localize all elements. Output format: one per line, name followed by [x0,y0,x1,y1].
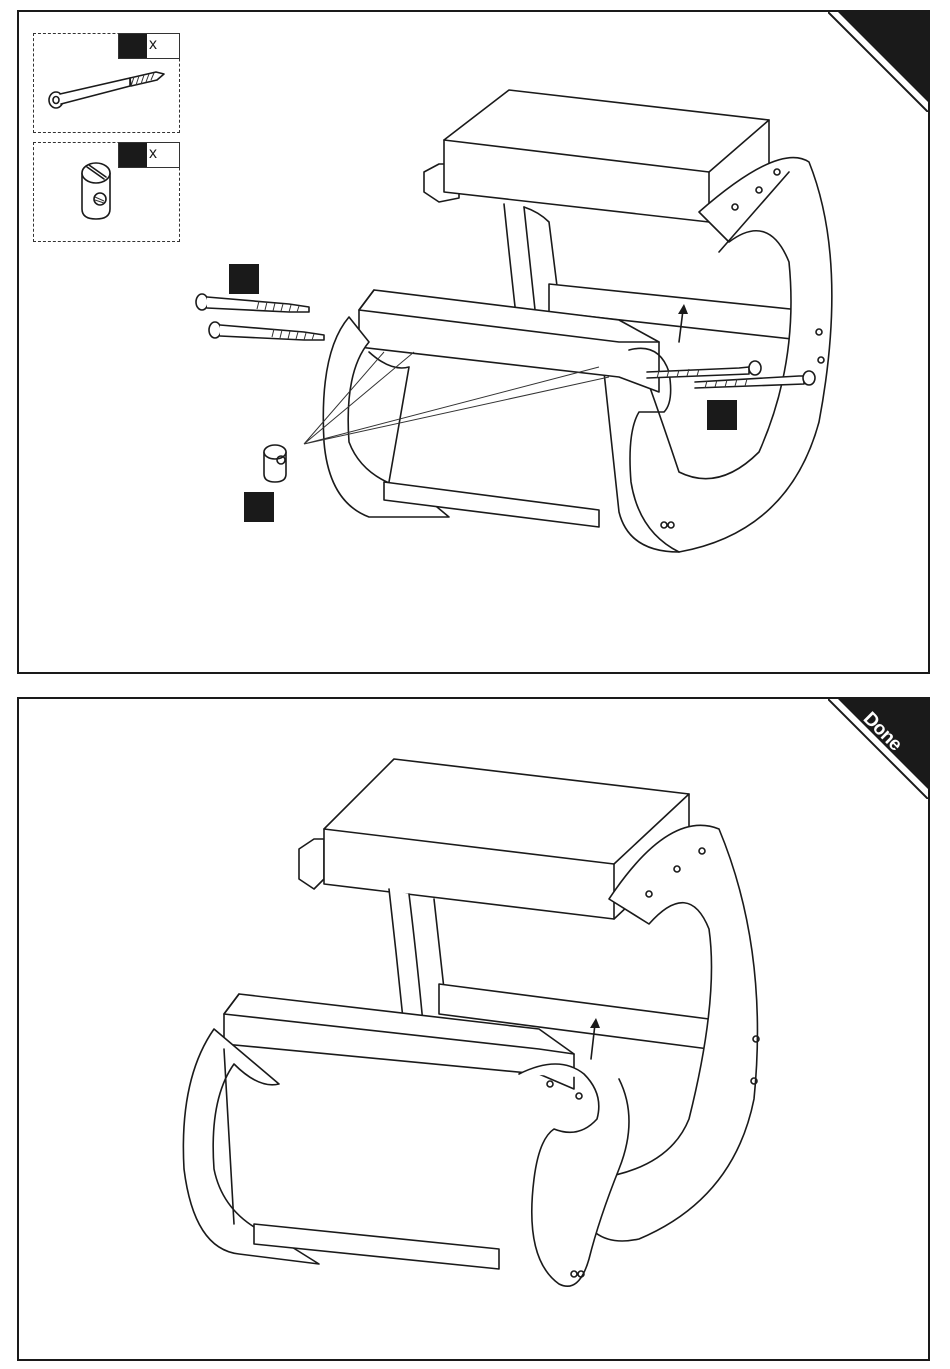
chair-exploded-drawing [19,12,930,674]
done-step-panel: Done [17,697,930,1361]
left-bolt-lower [209,322,324,340]
assembly-step-panel: x x [17,10,930,674]
left-bolt-upper [196,294,309,312]
chair-assembled-drawing [19,699,930,1361]
right-bolt-upper [647,361,761,378]
barrel-nut-loose [264,445,286,482]
